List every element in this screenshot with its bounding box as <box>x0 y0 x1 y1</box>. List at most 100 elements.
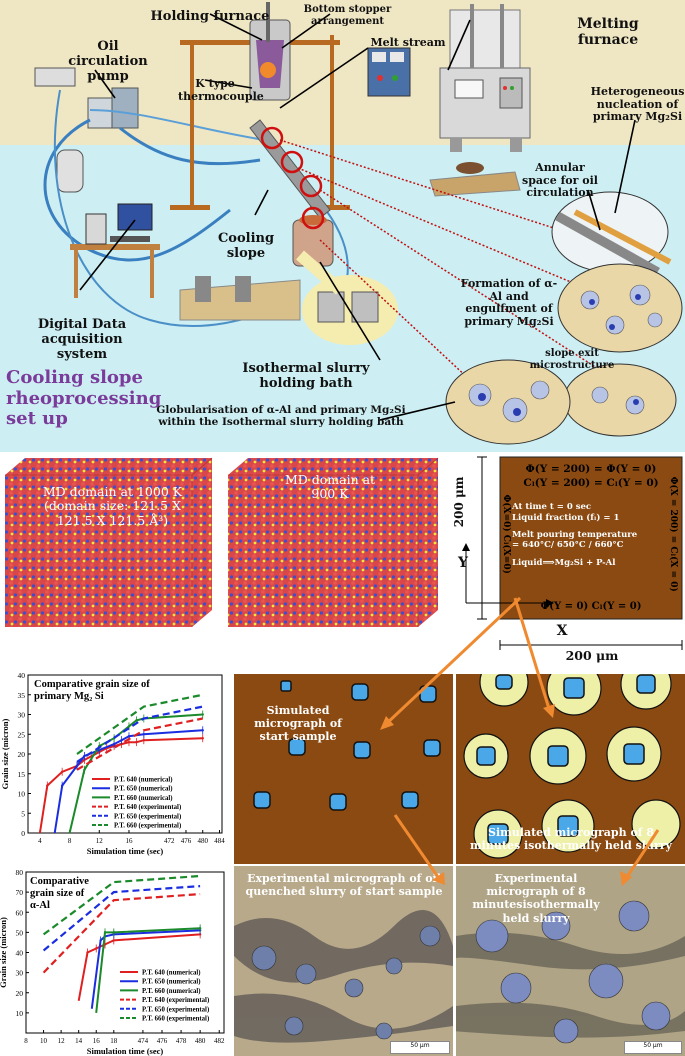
y-tick-label: 60 <box>16 908 24 917</box>
y-tick-label: 70 <box>16 888 24 897</box>
chart-title: Comparative <box>30 876 89 887</box>
setup-illustration <box>0 0 685 452</box>
caption-exp-start: Experimental micrograph of oil quenched … <box>245 872 443 899</box>
exp-micrograph-8min: Experimental micrograph of 8 minutesisot… <box>456 866 685 1056</box>
label-oil-pump: Oil circulation pump <box>68 39 148 84</box>
scale-bar-exp-start: 50 μm <box>390 1041 450 1054</box>
x-axis-title: Simulation time (sec) <box>87 1046 164 1056</box>
label-slope-exit: slope exit microstructure <box>529 348 615 371</box>
md-cube-1000k <box>5 457 213 627</box>
caption-exp-8min: Experimental micrograph of 8 minutesisot… <box>472 872 600 925</box>
x-tick-label: 476 <box>157 1037 168 1045</box>
data-point <box>75 764 79 768</box>
series-line-3 <box>95 927 201 1014</box>
data-point <box>198 933 202 936</box>
x-tick-label: 476 <box>181 837 192 845</box>
setup-title: Cooling slope rheoprocessing set up <box>6 367 162 430</box>
data-point <box>127 735 131 738</box>
x-tick-label: 16 <box>125 837 133 845</box>
y-tick-label: 30 <box>16 969 24 978</box>
y-tick-label: 10 <box>18 790 26 799</box>
md-label-1000k: MD domain at 1000 K (domain size: 121.5 … <box>42 484 183 528</box>
legend-entry: P.T. 640 (experimental) <box>114 804 181 811</box>
sim-micrograph-8min: Simulated micrograph of 8 minutes isothe… <box>456 674 685 864</box>
x-tick-label: 472 <box>164 837 175 845</box>
data-point <box>60 770 64 773</box>
caption-sim-start: Simulated micrograph of start sample <box>254 704 342 744</box>
y-tick-label: 20 <box>18 750 26 759</box>
md-label-900k: MD domain at 900 K <box>284 472 376 502</box>
x-axis-label: X <box>556 623 568 639</box>
exp-micrograph-start: Experimental micrograph of oil quenched … <box>234 866 453 1056</box>
x-tick-label: 478 <box>176 1037 187 1045</box>
data-point <box>142 733 146 736</box>
y-tick-label: 0 <box>21 829 25 838</box>
legend-entry: P.T. 650 (experimental) <box>142 1006 209 1013</box>
series-line-4 <box>42 893 201 974</box>
label-holding-furnace: Holding furnace <box>150 9 270 24</box>
y-axis-title: Grain size (micron) <box>0 719 10 790</box>
y-tick-label: 20 <box>16 989 24 998</box>
legend-entry: P.T. 650 (experimental) <box>114 813 181 820</box>
label-bottom-stopper: Bottom stopper arrangement <box>303 4 392 27</box>
width-label: 200 μm <box>565 648 619 663</box>
series-line-1 <box>38 737 203 834</box>
y-tick-label: 80 <box>16 868 24 877</box>
cooling-slope-setup-figure: Holding furnace Bottom stopper arrangeme… <box>0 0 685 452</box>
md-domains: MD domain at 1000 K (domain size: 121.5 … <box>0 455 450 635</box>
legend-entry: P.T. 660 (experimental) <box>114 823 181 830</box>
data-point <box>201 737 204 740</box>
initial-time: At time t = 0 sec <box>512 502 592 512</box>
y-axis-title: Grain size (micron) <box>0 917 8 988</box>
reaction: Liquid⟹Mg₂Si + P-Al <box>512 558 616 568</box>
y-axis-label: Y <box>458 555 468 571</box>
data-point <box>95 947 98 950</box>
holding-furnace-drawing <box>170 2 350 210</box>
bc-top-2: Cₗ(Y = 200) = Cₗ(Y = 0) <box>523 477 659 489</box>
data-point <box>112 939 115 942</box>
legend-entry: P.T. 640 (experimental) <box>142 997 209 1004</box>
x-tick-label: 8 <box>24 1037 28 1045</box>
x-tick-label: 482 <box>214 1037 225 1045</box>
label-formation: Formation of α-Al and engulfment of prim… <box>460 277 558 328</box>
label-daq: Digital Data acquisition system <box>37 317 127 362</box>
label-melting-furnace: Melting furnace <box>577 16 639 49</box>
data-point <box>135 719 138 722</box>
y-tick-label: 25 <box>18 730 26 739</box>
legend-entry: P.T. 650 (numerical) <box>142 979 201 986</box>
chart-title: primary Mg₂ Si <box>34 691 104 702</box>
x-tick-label: 474 <box>138 1037 149 1045</box>
x-tick-label: 12 <box>96 837 104 845</box>
melting-furnace-drawing <box>439 4 531 152</box>
height-label: 200 μm <box>452 476 467 528</box>
bc-top-1: Φ(Y = 200) = Φ(Y = 0) <box>525 463 657 475</box>
chart-title: α-Al <box>30 900 50 911</box>
label-isothermal-bath: Isothermal slurry holding bath <box>242 361 370 391</box>
data-point <box>127 725 131 728</box>
chart-title: grain size of <box>30 888 85 899</box>
bc-right: Φ(X = 200) = Cₗ(X = 0) <box>668 476 679 592</box>
label-k-type: K type thermocouple <box>178 77 264 103</box>
data-point <box>201 729 204 732</box>
x-tick-label: 480 <box>195 1037 206 1045</box>
data-point <box>46 784 49 787</box>
data-point <box>112 742 116 746</box>
x-tick-label: 16 <box>93 1037 101 1045</box>
x-tick-label: 480 <box>197 837 208 845</box>
x-tick-label: 10 <box>40 1037 48 1045</box>
legend-entry: P.T. 660 (experimental) <box>142 1016 209 1023</box>
pouring-temperature: Melt pouring temperature = 640°C/ 650°C … <box>512 530 638 550</box>
x-tick-label: 8 <box>68 837 72 845</box>
caption-sim-8min: Simulated micrograph of 8 minutes isothe… <box>470 826 672 853</box>
label-globularisation: Globularisation of α-Al and primary Mg₂S… <box>156 404 406 429</box>
x-tick-label: 12 <box>58 1037 66 1045</box>
data-point <box>83 754 86 758</box>
series-line-5 <box>76 705 203 763</box>
scale-bar-exp-8min: 50 μm <box>624 1041 682 1054</box>
data-point <box>120 738 123 742</box>
bc-left: Φ(X=0) Cₗ(X=0) <box>501 494 512 574</box>
label-hetero-nucleation: Heterogeneous nucleation of primary Mg₂S… <box>590 85 685 124</box>
data-point <box>83 768 86 771</box>
